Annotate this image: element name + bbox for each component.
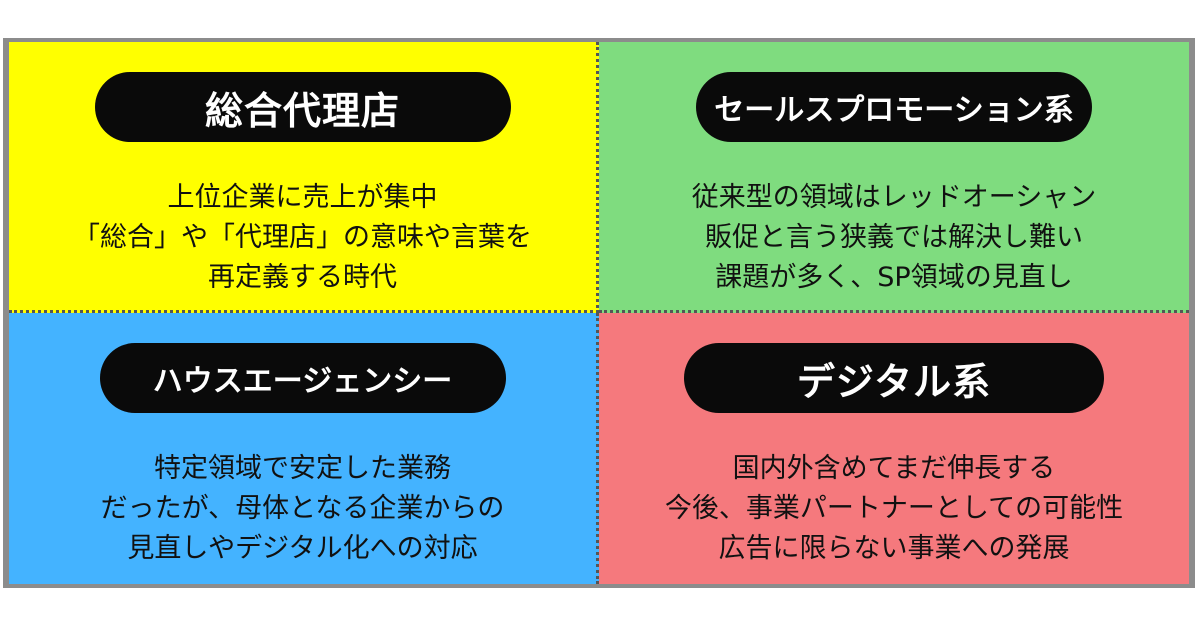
description-line: 今後、事業パートナーとしての可能性 xyxy=(664,493,1124,524)
quadrant-general-agency: 総合代理店 上位企業に売上が集中 「総合」や「代理店」の意味や言葉を 再定義する… xyxy=(9,42,599,313)
description-line: 見直しやデジタル化への対応 xyxy=(127,533,478,564)
quadrant-frame: 総合代理店 上位企業に売上が集中 「総合」や「代理店」の意味や言葉を 再定義する… xyxy=(3,38,1195,588)
quadrant-title: ハウスエージェンシー xyxy=(152,364,453,399)
description-line: 再定義する時代 xyxy=(208,262,397,293)
quadrant-title: 総合代理店 xyxy=(204,88,400,133)
quadrant-digital: デジタル系 国内外含めてまだ伸長する 今後、事業パートナーとしての可能性 広告に… xyxy=(599,313,1189,584)
quadrant-grid: 総合代理店 上位企業に売上が集中 「総合」や「代理店」の意味や言葉を 再定義する… xyxy=(9,42,1189,584)
quadrant-house-agency: ハウスエージェンシー 特定領域で安定した業務 だったが、母体となる企業からの 見… xyxy=(9,313,599,584)
quadrant-description: 国内外含めてまだ伸長する 今後、事業パートナーとしての可能性 広告に限らない事業… xyxy=(665,449,1123,569)
description-line: 従来型の領域はレッドオーシャン xyxy=(691,182,1097,213)
description-line: 特定領域で安定した業務 xyxy=(154,453,451,484)
description-line: だったが、母体となる企業からの xyxy=(100,493,505,524)
quadrant-title-pill: 総合代理店 xyxy=(94,72,511,142)
description-line: 課題が多く、SP領域の見直し xyxy=(715,262,1073,293)
quadrant-title-pill: セールスプロモーション系 xyxy=(696,72,1092,142)
quadrant-description: 従来型の領域はレッドオーシャン 販促と言う狭義では解決し難い 課題が多く、SP領… xyxy=(692,178,1096,298)
description-line: 販促と言う狭義では解決し難い xyxy=(705,222,1083,253)
quadrant-title-pill: ハウスエージェンシー xyxy=(99,343,506,413)
description-line: 上位企業に売上が集中 xyxy=(167,182,438,213)
quadrant-title-pill: デジタル系 xyxy=(684,343,1104,413)
quadrant-title: デジタル系 xyxy=(796,359,992,404)
quadrant-description: 特定領域で安定した業務 だったが、母体となる企業からの 見直しやデジタル化への対… xyxy=(101,449,505,569)
quadrant-title: セールスプロモーション系 xyxy=(714,93,1074,128)
description-line: 「総合」や「代理店」の意味や言葉を xyxy=(73,222,532,253)
quadrant-sales-promotion: セールスプロモーション系 従来型の領域はレッドオーシャン 販促と言う狭義では解決… xyxy=(599,42,1189,313)
description-line: 広告に限らない事業への発展 xyxy=(718,533,1070,564)
quadrant-description: 上位企業に売上が集中 「総合」や「代理店」の意味や言葉を 再定義する時代 xyxy=(73,178,532,298)
description-line: 国内外含めてまだ伸長する xyxy=(732,453,1056,484)
